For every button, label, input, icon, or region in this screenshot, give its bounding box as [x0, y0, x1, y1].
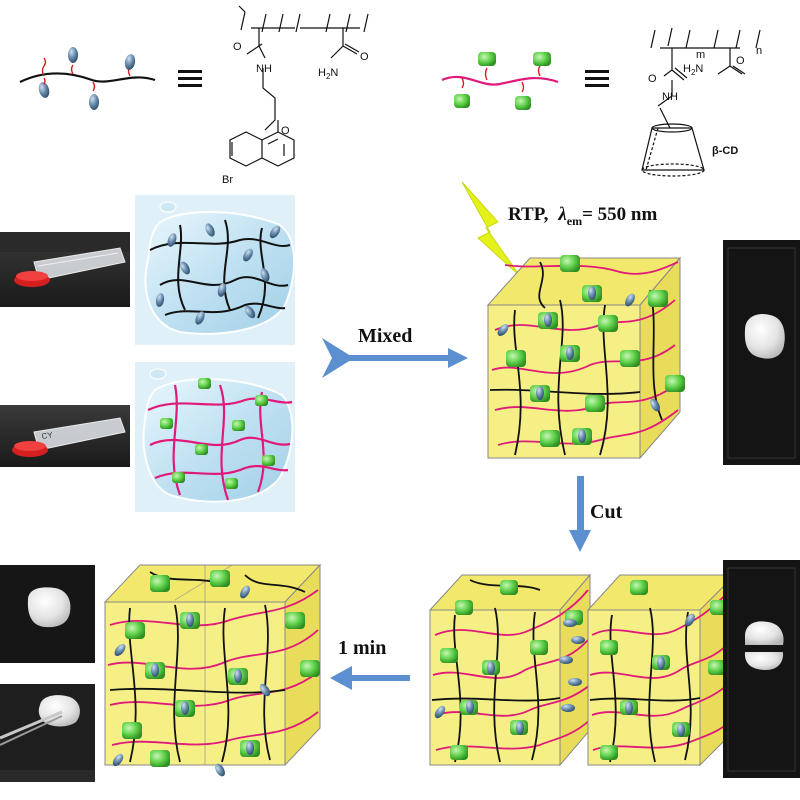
left-h2n-label: H2N	[318, 67, 338, 81]
vial-label-text: CY	[41, 430, 54, 441]
left-carbonyl-oxygen-label: O	[360, 51, 369, 63]
one-minute-arrow: 1 min	[330, 637, 410, 690]
m-subscript-label: m	[696, 49, 705, 61]
vial-photo-top	[0, 232, 130, 307]
amide-nh-label: NH	[256, 63, 272, 75]
guest-polymer-schematic	[19, 47, 156, 110]
right-amide-oxygen-label: O	[648, 73, 657, 85]
host-polymer-schematic	[441, 52, 559, 110]
one-min-label: 1 min	[338, 637, 386, 659]
right-carbonyl-oxygen-label: O	[736, 55, 745, 67]
right-h2n-label: H2N	[683, 63, 703, 77]
vial-photo-bottom: CY	[0, 405, 130, 467]
host-polymer-solution-panel	[135, 362, 295, 512]
guest-polymer-structure	[229, 5, 369, 167]
equivalence-sign-left	[178, 70, 202, 87]
bromine-label: Br	[222, 174, 233, 186]
guest-polymer-solution-panel	[135, 195, 296, 345]
host-polymer-structure	[641, 27, 761, 177]
hydrogel-cube-healed	[103, 563, 322, 777]
cd-groups-bottom	[160, 378, 275, 489]
amide-oxygen-label: O	[233, 41, 242, 53]
hydrogel-cube-cut-right	[586, 573, 737, 767]
rtp-emission-label: RTP,λem= 550 nm	[508, 204, 658, 228]
n-subscript-label: n	[756, 45, 762, 57]
hydrogel-cube-cut-left	[428, 573, 592, 767]
gel-photo-healed	[0, 565, 95, 663]
right-amide-nh-label: NH	[662, 91, 678, 103]
guest-groups-top	[155, 223, 281, 325]
mixed-arrow: Mixed	[322, 325, 468, 378]
hydrogel-cube-mixed	[486, 255, 685, 460]
gel-photo-tweezers	[0, 684, 95, 782]
cut-arrow: Cut	[569, 476, 623, 552]
rtp-lightning-bolt	[461, 181, 521, 277]
cut-label: Cut	[590, 501, 623, 523]
mixed-label: Mixed	[358, 325, 412, 347]
ether-oxygen-label: O	[281, 125, 290, 137]
gel-photo-intact	[723, 240, 800, 465]
cut-interface-guest-groups	[559, 619, 585, 712]
equivalence-sign-right	[585, 70, 609, 87]
beta-cd-label: β-CD	[712, 145, 738, 157]
gel-photo-cut	[723, 560, 800, 778]
